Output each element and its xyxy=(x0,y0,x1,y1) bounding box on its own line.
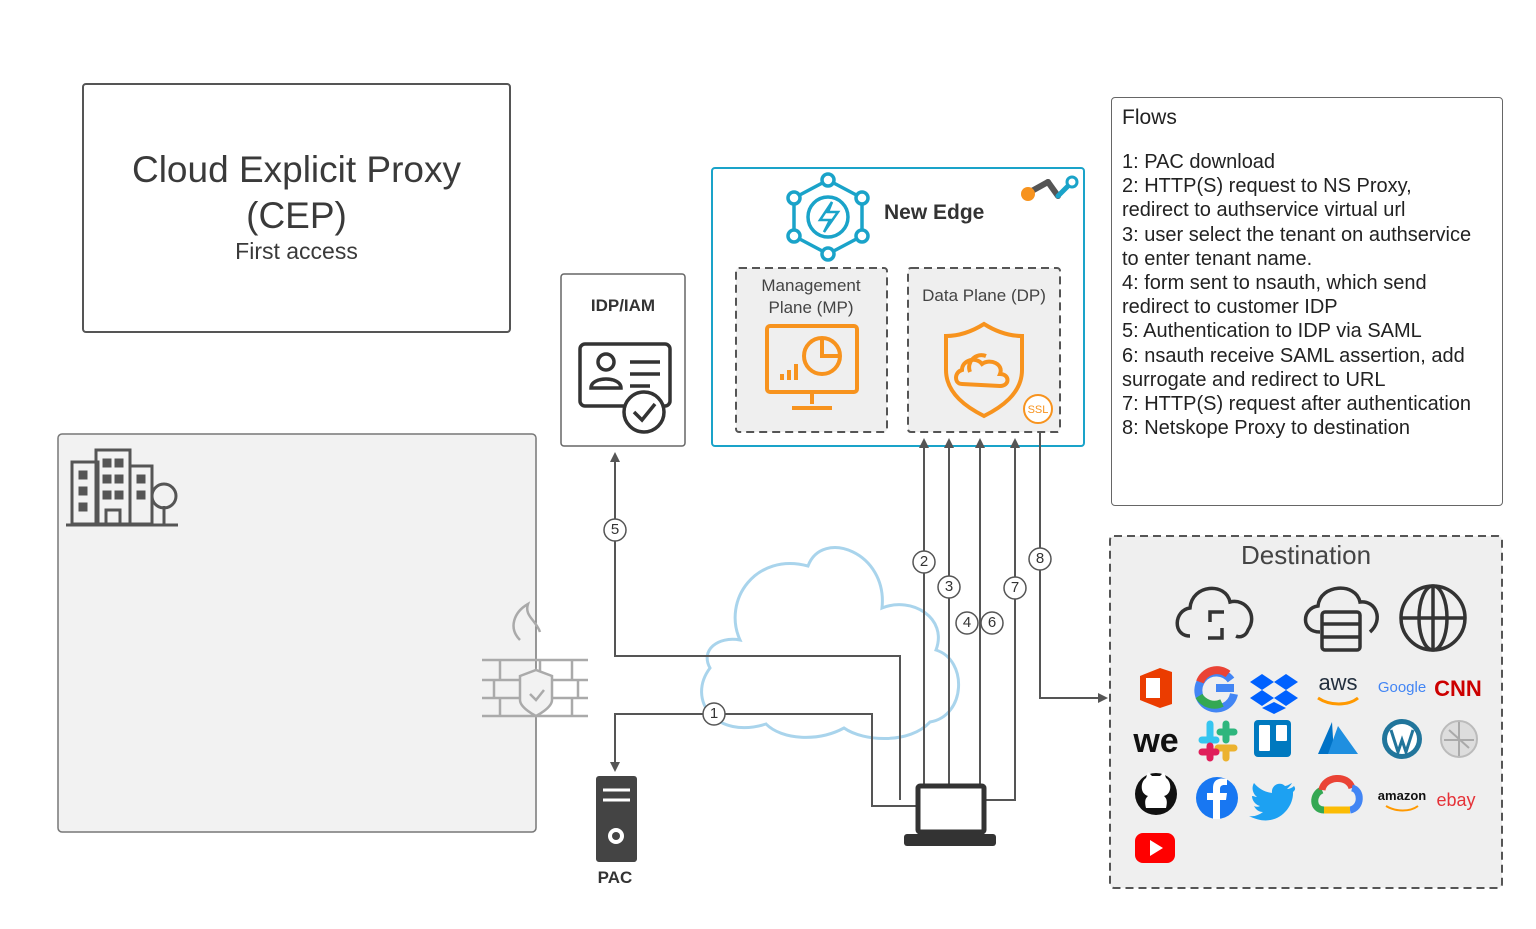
laptop-icon xyxy=(904,783,996,846)
step-1-badge xyxy=(702,702,726,726)
step-4-label: 4 xyxy=(962,614,972,631)
step-5-label: 5 xyxy=(610,521,620,538)
diagram-title: Cloud Explicit Proxy (CEP) xyxy=(131,149,461,236)
diagram-subtitle: First access xyxy=(235,238,358,264)
svg-text:aws: aws xyxy=(1318,670,1357,695)
netskope-logo-icon xyxy=(1021,175,1079,201)
monitor-chart-icon xyxy=(765,324,859,410)
internet-cloud xyxy=(700,546,960,741)
flows-heading: Flows xyxy=(1122,106,1177,129)
management-plane-label: Management Plane (MP) xyxy=(761,276,861,317)
wetransfer-logo-icon: we xyxy=(1132,722,1178,760)
office-network-box xyxy=(57,433,537,833)
pac-label: PAC xyxy=(597,868,633,887)
trello-logo-icon xyxy=(1254,720,1291,757)
azure-logo-icon xyxy=(1318,722,1358,754)
destination-label: Destination xyxy=(1240,540,1372,570)
idp-label: IDP/IAM xyxy=(590,296,656,315)
flow-item: 6: nsauth receive SAML assertion, add su… xyxy=(1122,344,1465,391)
step-8-label: 8 xyxy=(1035,550,1045,567)
google-g-logo-icon xyxy=(1194,666,1238,713)
step-1-label: 1 xyxy=(709,705,719,722)
svg-text:ebay: ebay xyxy=(1436,790,1475,810)
flow-item: 8: Netskope Proxy to destination xyxy=(1122,417,1410,440)
title-box: Cloud Explicit Proxy (CEP) First access xyxy=(82,83,511,333)
cloud-sync-icon xyxy=(1175,586,1254,640)
google-cloud-logo-icon xyxy=(1311,775,1363,814)
globe-icon xyxy=(1399,584,1467,652)
step-7-label: 7 xyxy=(1010,579,1020,596)
building-icon xyxy=(66,448,178,527)
wordpress-logo-icon xyxy=(1382,719,1422,759)
step-4-badge xyxy=(955,611,979,635)
step-3-badge xyxy=(937,575,961,599)
server-icon xyxy=(596,776,637,862)
flow-item: 7: HTTP(S) request after authentication xyxy=(1122,393,1472,416)
cnn-logo-icon: CNN xyxy=(1434,676,1482,701)
twitter-logo-icon xyxy=(1249,783,1296,821)
cloud-database-icon xyxy=(1303,586,1379,652)
flow-item: 3: user select the tenant on authservice… xyxy=(1122,223,1472,270)
step-2-label: 2 xyxy=(919,553,929,570)
new-edge-label: New Edge xyxy=(884,201,985,224)
aws-logo-icon: aws xyxy=(1317,670,1359,706)
step-3-label: 3 xyxy=(944,578,954,595)
step-6-label: 6 xyxy=(987,614,997,631)
step-7-badge xyxy=(1003,576,1027,600)
wikipedia-logo-icon xyxy=(1440,720,1478,758)
ebay-logo-icon: ebay xyxy=(1436,790,1475,810)
dropbox-logo-icon xyxy=(1250,674,1298,714)
amazon-logo-icon: amazon xyxy=(1378,788,1426,812)
firewall-icon xyxy=(482,601,588,718)
youtube-logo-icon xyxy=(1135,833,1175,863)
step-badges xyxy=(603,518,1052,726)
hub-lightning-icon xyxy=(786,172,870,262)
github-logo-icon xyxy=(1135,772,1177,815)
step-2-badge xyxy=(912,550,936,574)
ssl-badge: SSL xyxy=(1023,394,1053,424)
facebook-logo-icon xyxy=(1196,777,1238,819)
shield-cloud-icon xyxy=(944,321,1024,419)
connector-lines xyxy=(610,432,1108,807)
data-plane-label: Data Plane (DP) xyxy=(922,286,1046,305)
ssl-label: SSL xyxy=(1028,404,1049,416)
flow-item: 2: HTTP(S) request to NS Proxy, redirect… xyxy=(1122,175,1412,222)
flows-legend: Flows 1: PAC download 2: HTTP(S) request… xyxy=(1111,97,1503,506)
step-6-badge xyxy=(980,611,1004,635)
flow-item: 1: PAC download xyxy=(1122,151,1276,173)
data-plane-box xyxy=(907,267,1061,433)
google-wordmark-logo-icon: Google xyxy=(1378,679,1426,696)
step-5-badge xyxy=(603,518,627,542)
svg-text:amazon: amazon xyxy=(1378,788,1426,803)
office-logo-icon xyxy=(1140,668,1172,708)
flow-item: 4: form sent to nsauth, which send redir… xyxy=(1122,272,1427,319)
slack-logo-icon xyxy=(1198,720,1238,762)
flow-item: 5: Authentication to IDP via SAML xyxy=(1122,320,1422,343)
id-card-icon xyxy=(578,342,672,434)
step-8-badge xyxy=(1028,547,1052,571)
